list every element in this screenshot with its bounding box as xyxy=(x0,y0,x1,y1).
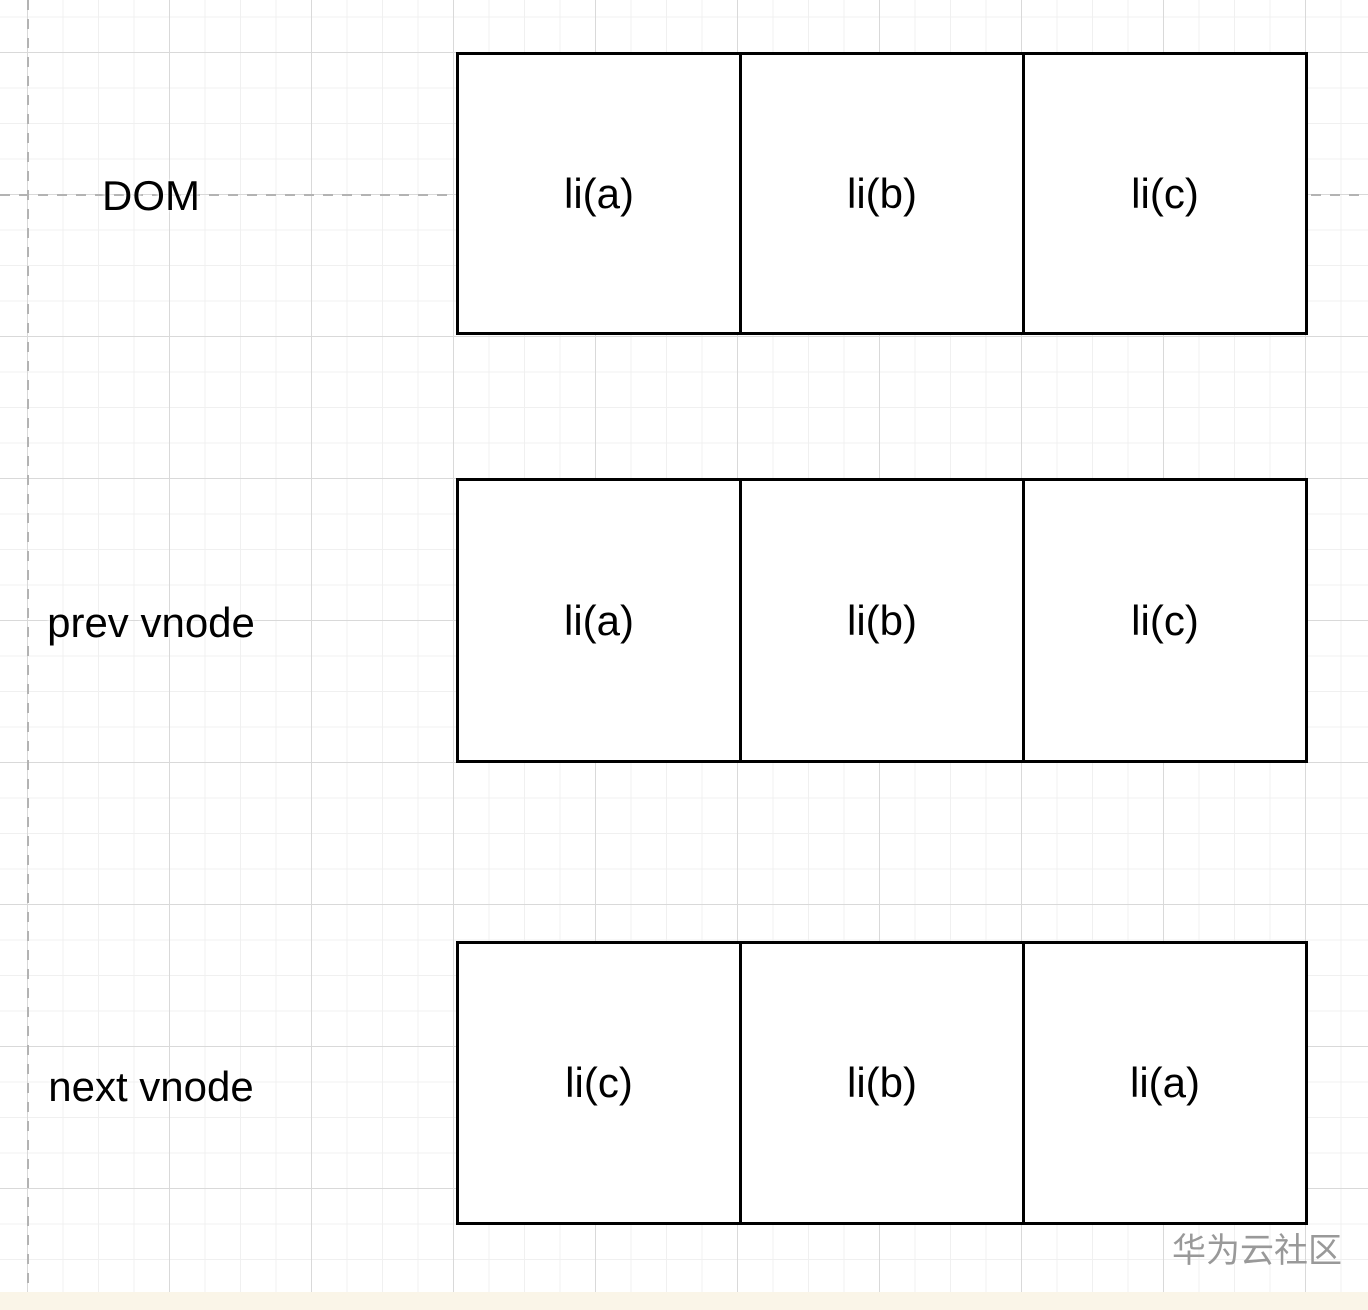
watermark-text: 华为云社区 xyxy=(1172,1232,1342,1270)
dom-cell-2: li(b) xyxy=(739,52,1025,335)
row-label-next-vnode: next vnode xyxy=(48,1063,254,1110)
prev-vnode-cell-1: li(a) xyxy=(456,478,742,763)
prev-vnode-row: li(a) li(b) li(c) xyxy=(456,478,1308,763)
row-label-dom: DOM xyxy=(102,172,200,219)
dom-cell-3: li(c) xyxy=(1022,52,1308,335)
page-guide-vertical xyxy=(27,0,29,1292)
bottom-strip xyxy=(0,1292,1368,1310)
next-vnode-cell-2: li(b) xyxy=(739,941,1025,1225)
row-label-prev-vnode: prev vnode xyxy=(47,599,255,646)
dom-row: li(a) li(b) li(c) xyxy=(456,52,1308,335)
next-vnode-row: li(c) li(b) li(a) xyxy=(456,941,1308,1225)
next-vnode-cell-1: li(c) xyxy=(456,941,742,1225)
prev-vnode-cell-3: li(c) xyxy=(1022,478,1308,763)
next-vnode-cell-3: li(a) xyxy=(1022,941,1308,1225)
dom-cell-1: li(a) xyxy=(456,52,742,335)
prev-vnode-cell-2: li(b) xyxy=(739,478,1025,763)
